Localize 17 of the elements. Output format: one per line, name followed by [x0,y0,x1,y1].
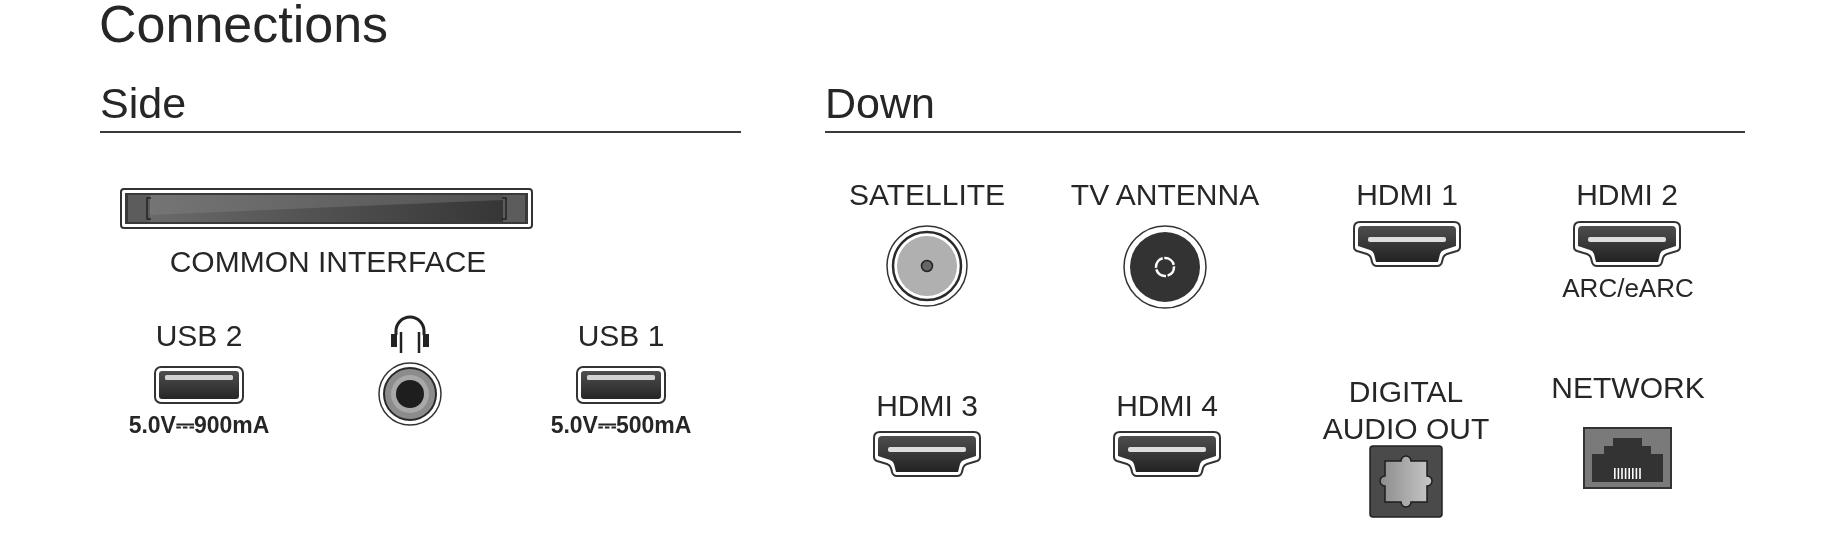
port-label: USB 1 [577,320,665,351]
port-label: COMMON INTERFACE [169,246,487,277]
port-label: HDMI 1 [1356,179,1458,210]
section-heading: Down [825,81,935,125]
port-label: HDMI 4 [1116,390,1218,421]
power-rating: 5.0V⎓900mA [128,413,270,437]
page-title: Connections [99,0,389,50]
port-label: TV ANTENNA [1070,179,1260,210]
port-label: HDMI 3 [876,390,978,421]
power-rating: 5.0V⎓500mA [550,413,692,437]
port-label: DIGITAL AUDIO OUT [1321,374,1491,448]
port-label: USB 2 [155,320,243,351]
section-heading: Side [100,81,187,125]
port-note: ARC/eARC [1562,275,1694,301]
port-label: HDMI 2 [1576,179,1678,210]
port-label: NETWORK [1551,372,1705,403]
port-label: SATELLITE [848,179,1006,210]
